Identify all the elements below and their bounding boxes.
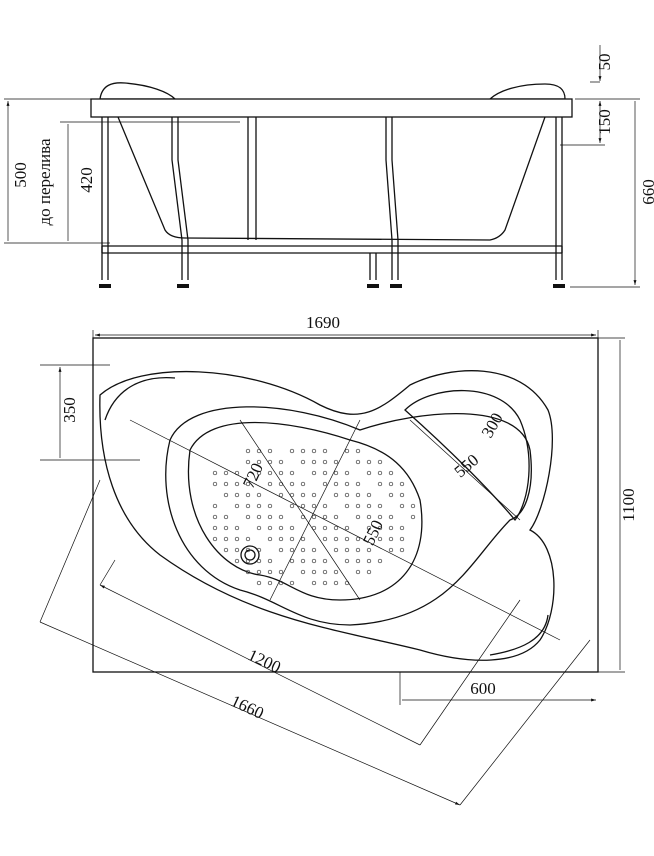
legs [99, 117, 565, 288]
dim-inner-width: 550 [359, 517, 387, 548]
dim-seat: 550 [451, 450, 483, 481]
tub-inner-bowl [187, 421, 423, 601]
dim-total-height: 660 [639, 179, 654, 205]
overflow-note: до перелива [35, 138, 54, 225]
left-headrest [99, 82, 177, 100]
tub-outer-shell [99, 370, 555, 661]
dim-length: 1690 [306, 313, 340, 332]
top-view: 1690 350 300 720 550 550 1100 1200 600 1… [39, 313, 638, 805]
dim-bottom-right: 600 [470, 679, 496, 698]
dim-rim-top: 50 [595, 54, 614, 71]
frame [101, 245, 563, 254]
dim-width: 1100 [619, 488, 638, 521]
dim-inner-length: 720 [239, 460, 267, 491]
right-handle [489, 614, 549, 656]
dim-height: 500 [11, 162, 30, 188]
side-view: 50 150 660 500 до перелива 420 [4, 45, 654, 288]
dim-rim-to-overflow: 150 [595, 109, 614, 135]
tub-rim [90, 98, 573, 118]
dim-to-overflow: 420 [77, 167, 96, 193]
hydromassage-dots [212, 448, 416, 586]
right-headrest [488, 83, 566, 100]
dim-headrest: 300 [478, 409, 507, 441]
dim-left-side: 350 [60, 397, 79, 423]
tub-body [117, 116, 546, 241]
left-handle [104, 376, 176, 421]
dim-diag-long: 1660 [228, 691, 267, 723]
